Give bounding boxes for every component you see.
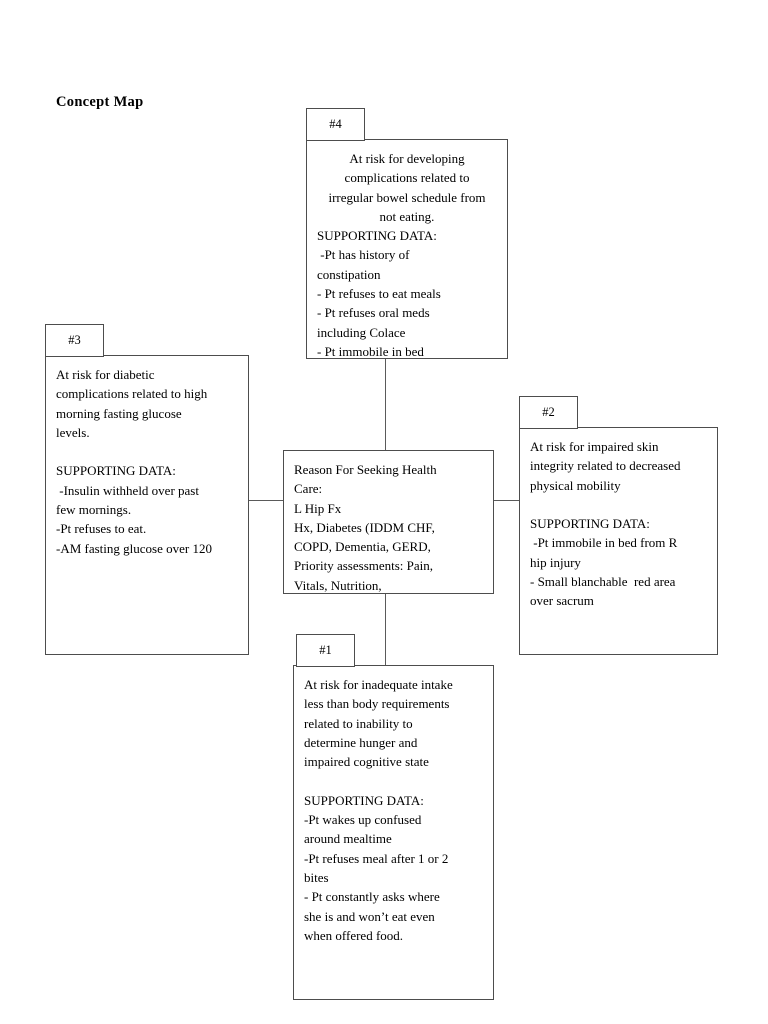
node-center-line: COPD, Dementia, GERD, — [294, 539, 431, 555]
node-3[interactable]: At risk for diabetic complications relat… — [45, 355, 249, 655]
node-center-line: Priority assessments: Pain, — [294, 558, 434, 574]
node-3-line-blank — [56, 442, 238, 461]
node-center-line: Reason For Seeking Health — [294, 462, 437, 477]
connector-center-to-node1 — [385, 594, 386, 666]
node-3-line: At risk for diabetic — [56, 367, 155, 382]
node-4-line: not eating. — [379, 208, 435, 224]
node-4-line: - Pt refuses oral meds — [317, 305, 430, 321]
node-3-line: levels. — [56, 424, 90, 440]
node-4[interactable]: At risk for developing complications rel… — [306, 139, 508, 359]
node-3-line: -Insulin withheld over past — [56, 482, 199, 498]
node-1[interactable]: At risk for inadequate intake less than … — [293, 665, 494, 1000]
node-4-line: SUPPORTING DATA: — [317, 228, 437, 244]
node-2-body: At risk for impaired skin integrity rela… — [520, 428, 717, 619]
node-3-body: At risk for diabetic complications relat… — [46, 356, 248, 566]
node-2-line: over sacrum — [530, 593, 594, 609]
node-4-tab[interactable]: #4 — [306, 108, 365, 141]
node-2-line: integrity related to decreased — [530, 458, 681, 474]
node-1-tab[interactable]: #1 — [296, 634, 355, 667]
node-4-line: constipation — [317, 266, 381, 282]
node-2-line-blank — [530, 495, 707, 514]
node-4-body: At risk for developing complications rel… — [307, 140, 507, 369]
node-4-line: including Colace — [317, 324, 406, 340]
node-3-line: SUPPORTING DATA: — [56, 463, 176, 479]
node-1-body: At risk for inadequate intake less than … — [294, 666, 493, 953]
node-3-tab[interactable]: #3 — [45, 324, 104, 357]
node-2-line: - Small blanchable red area — [530, 574, 676, 590]
node-1-line: when offered food. — [304, 927, 404, 943]
node-2-line: physical mobility — [530, 477, 621, 493]
node-3-line: complications related to high — [56, 386, 208, 402]
node-3-line: few mornings. — [56, 502, 132, 518]
node-2-line: SUPPORTING DATA: — [530, 516, 650, 532]
node-1-line-blank — [304, 771, 483, 790]
node-4-line: - Pt refuses to eat meals — [317, 286, 441, 302]
connector-center-to-node4 — [385, 359, 386, 451]
node-2[interactable]: At risk for impaired skin integrity rela… — [519, 427, 718, 655]
node-1-line: she is and won’t eat even — [304, 908, 435, 924]
node-3-line: -AM fasting glucose over 120 — [56, 540, 212, 556]
node-1-line: impaired cognitive state — [304, 754, 429, 770]
node-center-reason-for-seeking-health-care[interactable]: Reason For Seeking Health Care: L Hip Fx… — [283, 450, 494, 594]
node-1-line: around mealtime — [304, 831, 392, 847]
node-1-line: related to inability to — [304, 715, 413, 731]
node-4-line: complications related to — [344, 170, 470, 186]
node-center-line: Vitals, Nutrition, — [294, 577, 382, 593]
node-4-line: -Pt has history of — [317, 247, 410, 263]
node-center-line: L Hip Fx — [294, 500, 342, 516]
node-2-tab[interactable]: #2 — [519, 396, 578, 429]
page-title: Concept Map — [56, 94, 144, 110]
node-1-line: determine hunger and — [304, 734, 418, 750]
node-2-line: -Pt immobile in bed from R — [530, 535, 678, 551]
node-4-line: irregular bowel schedule from — [328, 189, 486, 205]
node-1-line: -Pt refuses meal after 1 or 2 — [304, 850, 449, 866]
node-4-line: At risk for developing — [349, 151, 465, 166]
node-1-line: - Pt constantly asks where — [304, 889, 440, 905]
node-3-line: -Pt refuses to eat. — [56, 521, 147, 537]
node-2-line: At risk for impaired skin — [530, 439, 659, 454]
node-center-line: Care: — [294, 481, 323, 497]
node-1-line: bites — [304, 869, 329, 885]
node-4-line: - Pt immobile in bed — [317, 343, 424, 359]
node-center-body: Reason For Seeking Health Care: L Hip Fx… — [284, 451, 493, 603]
node-1-line: less than body requirements — [304, 696, 450, 712]
node-1-line: SUPPORTING DATA: — [304, 792, 424, 808]
node-1-line: -Pt wakes up confused — [304, 812, 422, 828]
connector-center-to-node2 — [494, 500, 520, 501]
node-1-line: At risk for inadequate intake — [304, 677, 453, 692]
connector-center-to-node3 — [249, 500, 284, 501]
node-center-line: Hx, Diabetes (IDDM CHF, — [294, 519, 435, 535]
node-2-line: hip injury — [530, 554, 581, 570]
node-3-line: morning fasting glucose — [56, 405, 182, 421]
